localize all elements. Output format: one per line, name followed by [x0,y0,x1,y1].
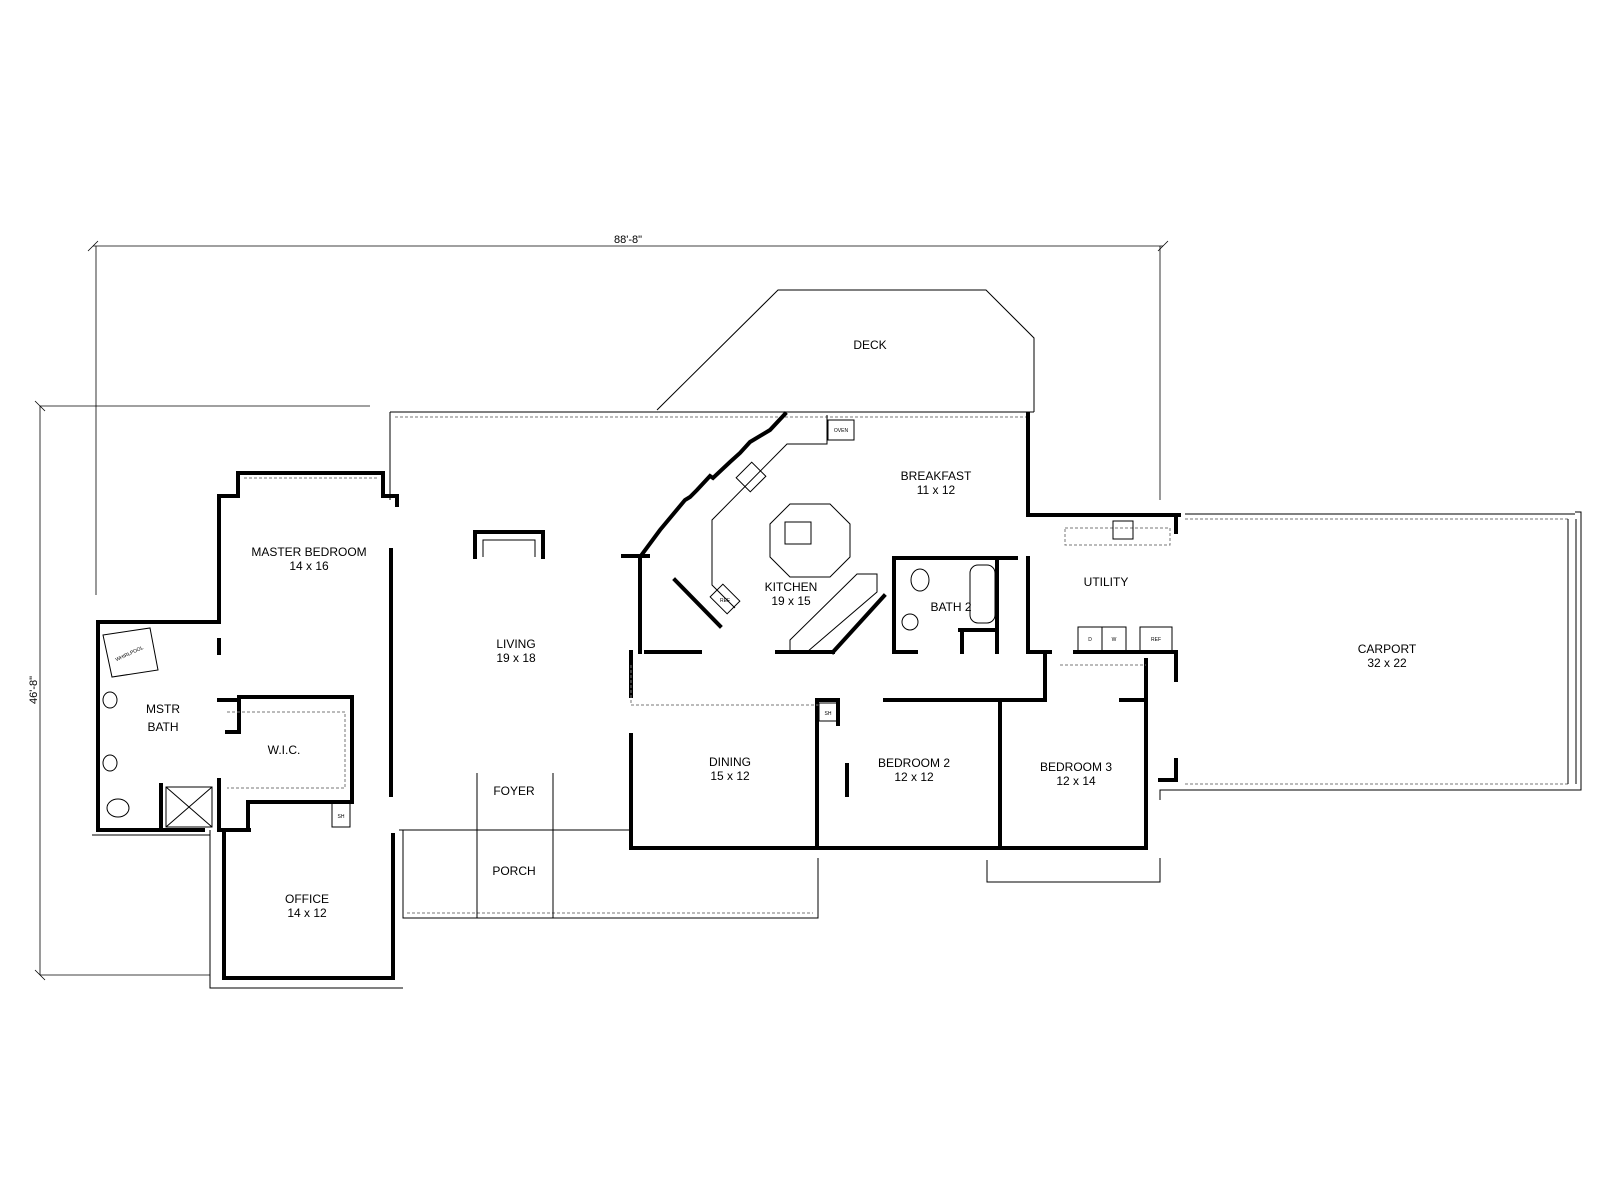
utility-ref-label: REF [1151,637,1161,643]
breakfast-size: 11 x 12 [917,483,956,497]
mstr-bath-label-2: BATH [147,720,178,734]
bedroom3-label: BEDROOM 3 [1040,760,1112,774]
depth-dimension-label: 46'-8" [28,676,40,704]
kitchen-size: 19 x 15 [771,594,811,608]
utility-label: UTILITY [1084,575,1129,589]
bath2-tub [969,564,996,624]
washer [1101,626,1127,652]
oven-label: OVEN [834,428,849,434]
master-bedroom-size: 14 x 16 [289,559,329,573]
washer-label: W [1112,637,1117,643]
porch-label: PORCH [492,864,535,878]
windows [227,477,1171,918]
bedroom3-size: 12 x 14 [1056,774,1096,788]
carport-size: 32 x 22 [1367,656,1407,670]
linen-closet-2 [818,702,838,722]
office-size: 14 x 12 [287,906,327,920]
mstr-shower [165,786,213,828]
bedroom2-size: 12 x 12 [894,770,934,784]
breakfast-label: BREAKFAST [901,469,972,483]
utility-ref [1139,626,1173,652]
mstr-toilet [106,798,130,818]
walls [96,411,1181,980]
kitchen-ref-label: REF [720,598,730,604]
mstr-sink-2 [102,754,118,772]
kitchen-island [769,503,851,578]
foyer-label: FOYER [493,784,535,798]
bedroom2-label: BEDROOM 2 [878,756,950,770]
bath2-toilet [910,568,930,592]
bar-counter [789,573,878,653]
utility-sink [1112,520,1134,540]
oven [827,419,855,441]
width-dimension: 88'-8" [87,234,1169,595]
office-label: OFFICE [285,892,329,906]
mstr-sink-1 [102,691,118,709]
bath2-sink [901,613,919,631]
kitchen-label: KITCHEN [765,580,818,594]
mstr-bath-label-1: MSTR [146,702,180,716]
kitchen-ref [709,583,741,615]
linen-closet-1 [331,802,351,828]
dryer-label: D [1088,637,1092,643]
living-label: LIVING [496,637,535,651]
living-size: 19 x 18 [496,651,536,665]
carport-label: CARPORT [1358,642,1417,656]
dining-size: 15 x 12 [710,769,750,783]
master-bedroom-label: MASTER BEDROOM [251,545,366,559]
cooktop [735,461,767,493]
whirlpool-tub [102,627,159,678]
bath2-label: BATH 2 [930,600,971,614]
linen-label-1: SH [338,814,345,820]
exterior-outlines [92,411,1582,989]
linen-label-2: SH [825,711,832,717]
room-labels: DECK BREAKFAST 11 x 12 MASTER BEDROOM 14… [146,338,1417,920]
deck-outline [656,289,1035,412]
island-sink [784,521,812,545]
dining-label: DINING [709,755,751,769]
depth-dimension: 46'-8" [28,400,370,981]
width-dimension-label: 88'-8" [614,234,642,246]
deck-label: DECK [853,338,886,352]
wic-label: W.I.C. [268,743,301,757]
whirlpool-label: WHIRLPOOL [115,645,145,663]
